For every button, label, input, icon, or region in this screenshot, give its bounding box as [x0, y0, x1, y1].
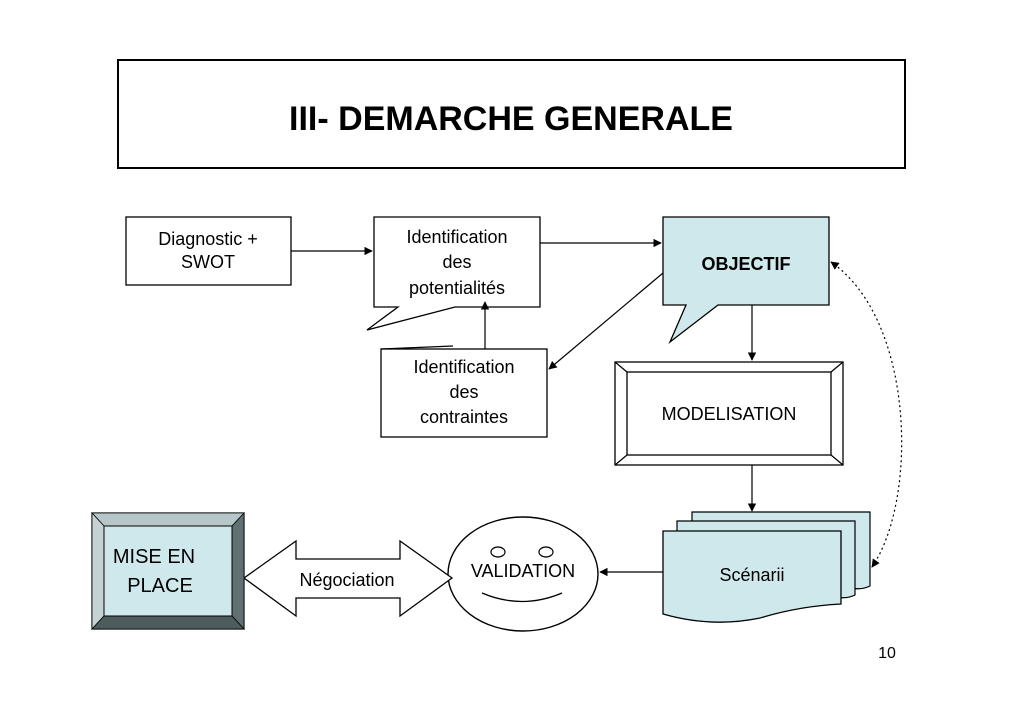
node-modelisation-label: MODELISATION — [662, 404, 797, 424]
connectors — [291, 238, 903, 577]
node-diagnostic-line2: SWOT — [181, 252, 235, 272]
node-contraintes-line3: contraintes — [420, 407, 508, 427]
node-diagnostic: Diagnostic + SWOT — [125, 216, 292, 286]
node-potentialites-line1: Identification — [406, 227, 507, 247]
node-potentialites-line2: des — [442, 252, 471, 272]
node-scenarii-label: Scénarii — [719, 565, 784, 585]
node-diagnostic-line1: Diagnostic + — [158, 229, 258, 249]
node-validation-label: VALIDATION — [471, 561, 575, 581]
title-box — [117, 59, 906, 169]
node-validation: VALIDATION — [447, 516, 599, 632]
smiley-right-eye — [538, 546, 554, 558]
node-contraintes-line1: Identification — [413, 357, 514, 377]
node-potentialites: Identification des potentialités — [366, 216, 541, 331]
smiley-left-eye — [490, 546, 506, 558]
node-modelisation: MODELISATION — [614, 361, 844, 466]
node-objectif: OBJECTIF — [662, 216, 830, 345]
page-number: 10 — [878, 645, 896, 662]
node-scenarii: Scénarii — [662, 511, 871, 623]
node-contraintes-line2: des — [449, 382, 478, 402]
node-mise-en-place-line2: PLACE — [127, 575, 193, 597]
node-contraintes: Identification des contraintes — [380, 345, 548, 438]
smiley-mouth — [481, 592, 563, 603]
smiley-face-icon — [447, 516, 599, 632]
node-negociation-label: Négociation — [299, 570, 394, 590]
dotted-loop-scenarii-objectif — [830, 261, 903, 568]
node-mise-en-place: MISE EN PLACE — [91, 511, 245, 631]
node-negociation: Négociation — [242, 539, 454, 618]
node-mise-en-place-line1: MISE EN — [113, 546, 195, 568]
node-potentialites-line3: potentialités — [409, 278, 505, 298]
node-objectif-label: OBJECTIF — [701, 254, 790, 274]
page-title: III- DEMARCHE GENERALE — [289, 100, 733, 138]
arrow-objectif-to-contraintes — [548, 272, 664, 370]
